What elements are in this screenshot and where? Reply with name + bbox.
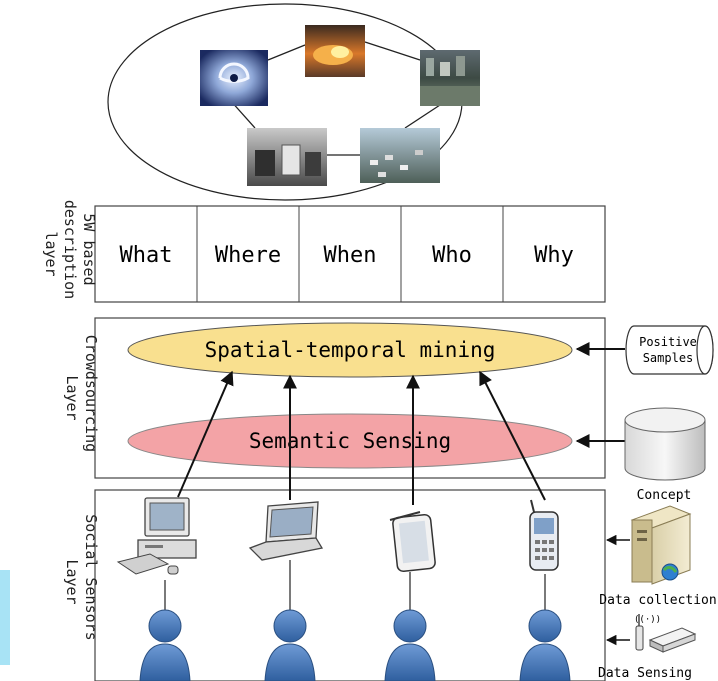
tablet-icon — [389, 511, 436, 572]
w5-what: What — [120, 243, 173, 268]
hurricane-photo-icon — [200, 50, 268, 106]
positive-samples-label-1: Positive — [639, 335, 697, 349]
device-arrows — [177, 370, 546, 505]
server-icon — [630, 505, 692, 585]
crowdsourcing-layer-label: Crowdsourcing Layer — [63, 335, 100, 461]
social-sensors-layer-label: Social Sensors Layer — [63, 514, 100, 649]
person-icon — [139, 609, 191, 681]
5w-description-layer: What Where When Who Why — [94, 205, 606, 303]
spatial-temporal-mining-label: Spatial-temporal mining — [205, 338, 496, 362]
w5-where: Where — [215, 243, 281, 268]
desktop-computer-icon — [116, 497, 197, 575]
spatial-temporal-mining-ellipse — [127, 322, 573, 378]
w5-who: Who — [432, 243, 472, 268]
positive-samples-icon: Positive Samples — [625, 325, 714, 375]
person-icon — [384, 609, 436, 681]
concept-label: Concept — [637, 488, 692, 503]
data-sensing-label: Data Sensing — [598, 666, 692, 681]
data-collection-label: Data collection — [599, 593, 716, 608]
description-layer-label: 5W based description layer — [42, 200, 98, 308]
person-icon — [519, 609, 571, 681]
person-connectors — [164, 560, 546, 612]
event-ellipse-group — [107, 3, 480, 201]
laptop-icon — [248, 501, 324, 561]
semantic-sensing-label: Semantic Sensing — [249, 429, 451, 453]
fire-photo-icon — [305, 25, 365, 77]
person-icon — [264, 609, 316, 681]
svg-text:((·)): ((·)) — [634, 615, 661, 625]
semantic-sensing-ellipse — [127, 413, 573, 469]
w5-why: Why — [534, 243, 574, 268]
w5-when: When — [324, 243, 377, 268]
flood-city-photo-icon — [420, 50, 480, 106]
left-accent-bar — [0, 570, 10, 665]
sensor-device-icon: ((·)) — [634, 614, 697, 653]
positive-samples-label-2: Samples — [643, 351, 694, 365]
traffic-photo-icon — [360, 128, 440, 183]
accident-photo-icon — [247, 128, 327, 186]
concept-database-icon — [624, 407, 706, 481]
crowdsourcing-layer: Spatial-temporal mining Semantic Sensing — [94, 317, 606, 479]
mobile-phone-icon — [529, 499, 559, 571]
